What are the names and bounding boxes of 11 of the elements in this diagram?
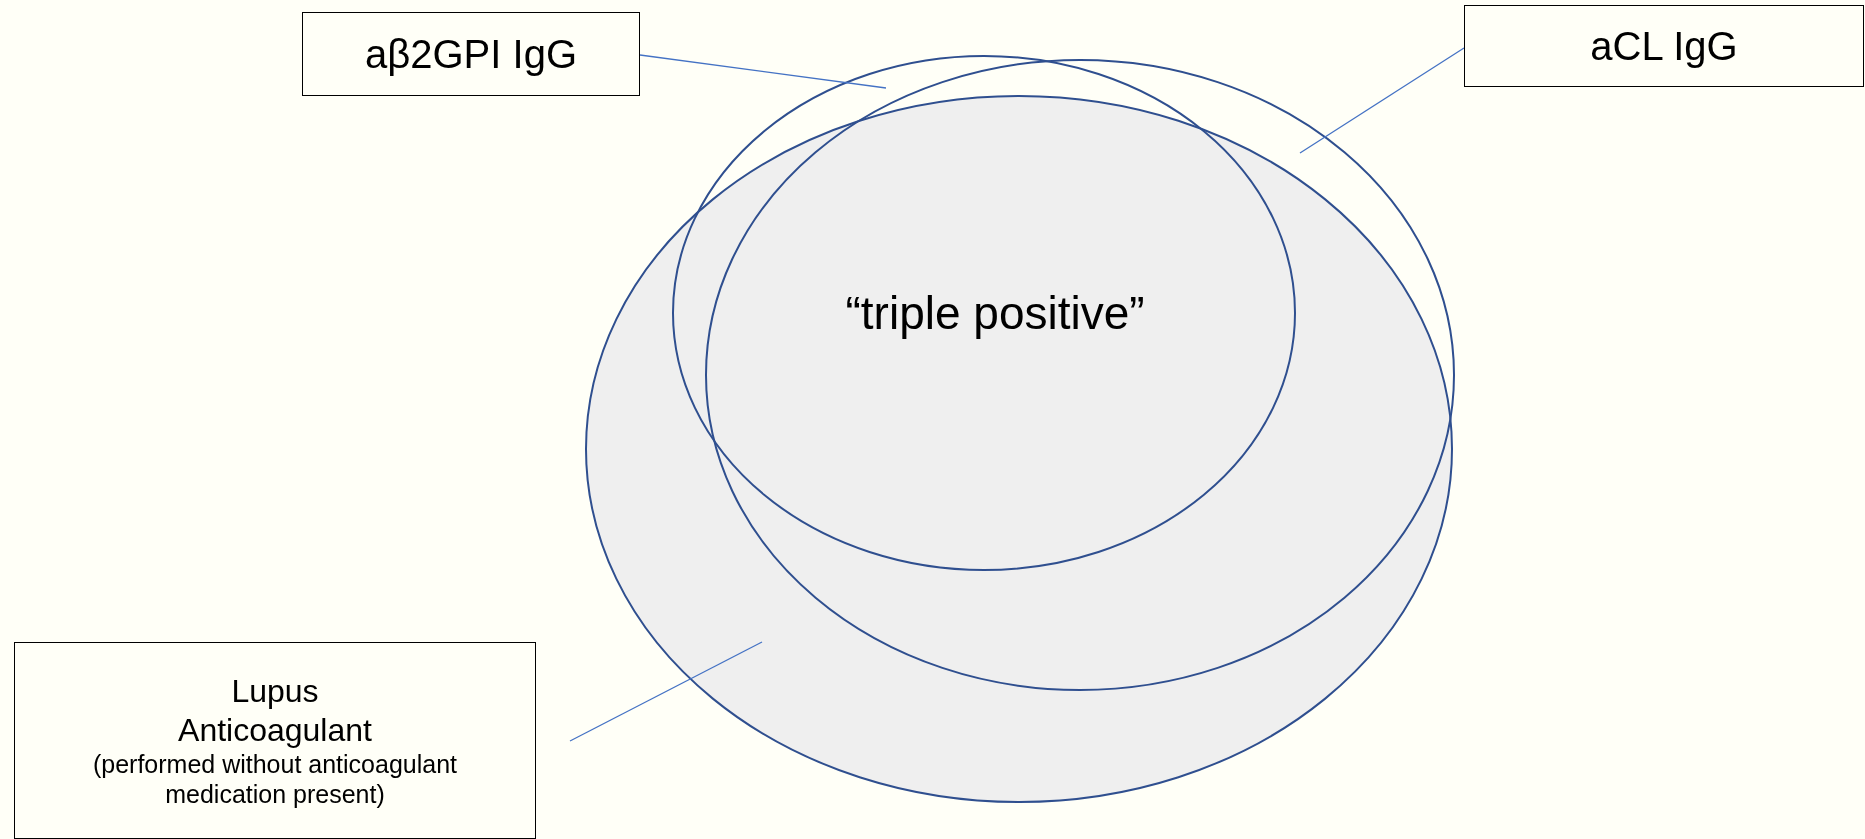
set-name: aβ2GPI IgG bbox=[365, 31, 577, 78]
set-note: (performed without anticoagulant medication present) bbox=[91, 748, 459, 809]
set-name: Lupus Anticoagulant bbox=[177, 672, 373, 749]
region-label: “triple positive” bbox=[845, 286, 1145, 340]
leader-line bbox=[1299, 47, 1465, 154]
label-box bbox=[14, 642, 536, 839]
label-box bbox=[302, 12, 640, 96]
leader-line bbox=[639, 54, 887, 89]
set-name: aCL IgG bbox=[1590, 23, 1738, 70]
leader-line bbox=[569, 641, 763, 742]
label-box bbox=[1464, 5, 1864, 87]
